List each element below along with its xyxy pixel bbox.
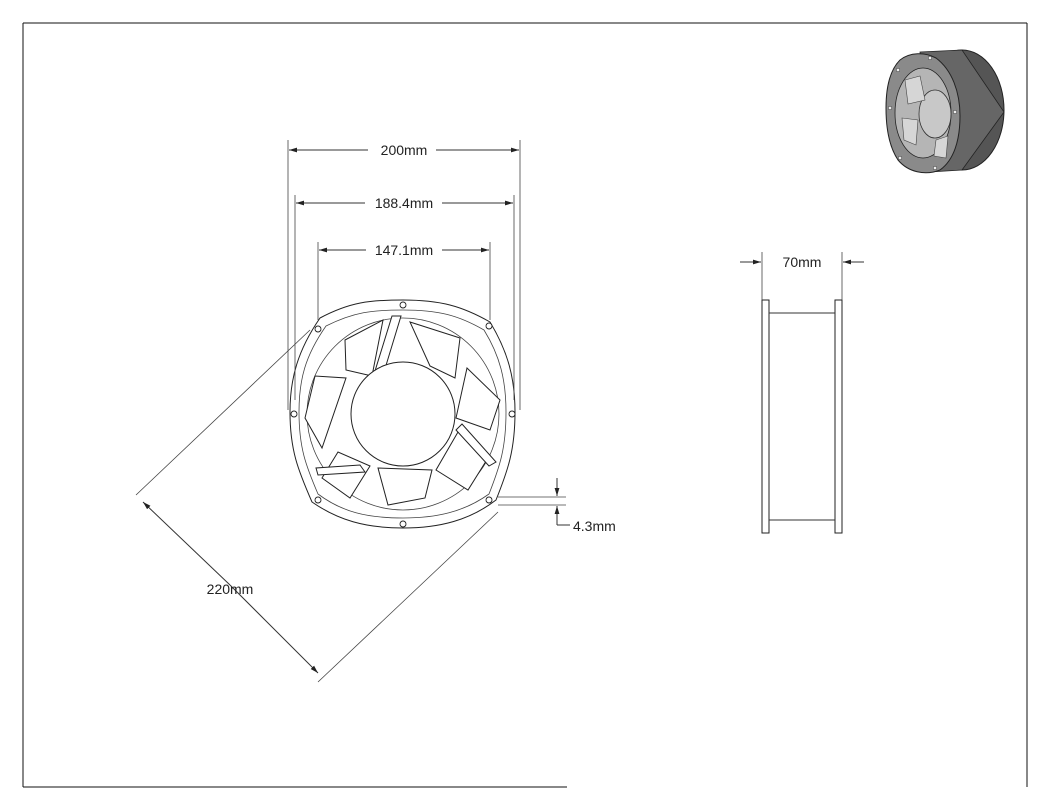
sheet-border [22, 22, 1028, 788]
fan-side-view [761, 299, 843, 534]
dimension-220mm: 220mm [135, 329, 499, 683]
dimension-200mm: 200mm [287, 140, 521, 410]
dimension-70mm: 70mm [740, 252, 864, 300]
fan-hub [350, 361, 456, 467]
dimension-4-3mm: 4.3mm [498, 478, 616, 534]
fan-front-view [289, 299, 516, 529]
dimension-label: 220mm [207, 581, 254, 597]
dimension-147-1mm: 147.1mm [317, 242, 491, 320]
fan-struts [315, 315, 497, 476]
dimension-label: 147.1mm [375, 242, 433, 258]
fan-blades [304, 319, 501, 506]
mounting-holes [290, 301, 516, 528]
dimension-188-4mm: 188.4mm [294, 195, 515, 400]
fan-3d-render [885, 49, 1005, 174]
dimension-label: 70mm [783, 254, 822, 270]
dimension-label: 200mm [381, 142, 428, 158]
dimension-label: 188.4mm [375, 195, 433, 211]
dimension-label: 4.3mm [573, 518, 616, 534]
fan-flange-inner [298, 309, 507, 519]
